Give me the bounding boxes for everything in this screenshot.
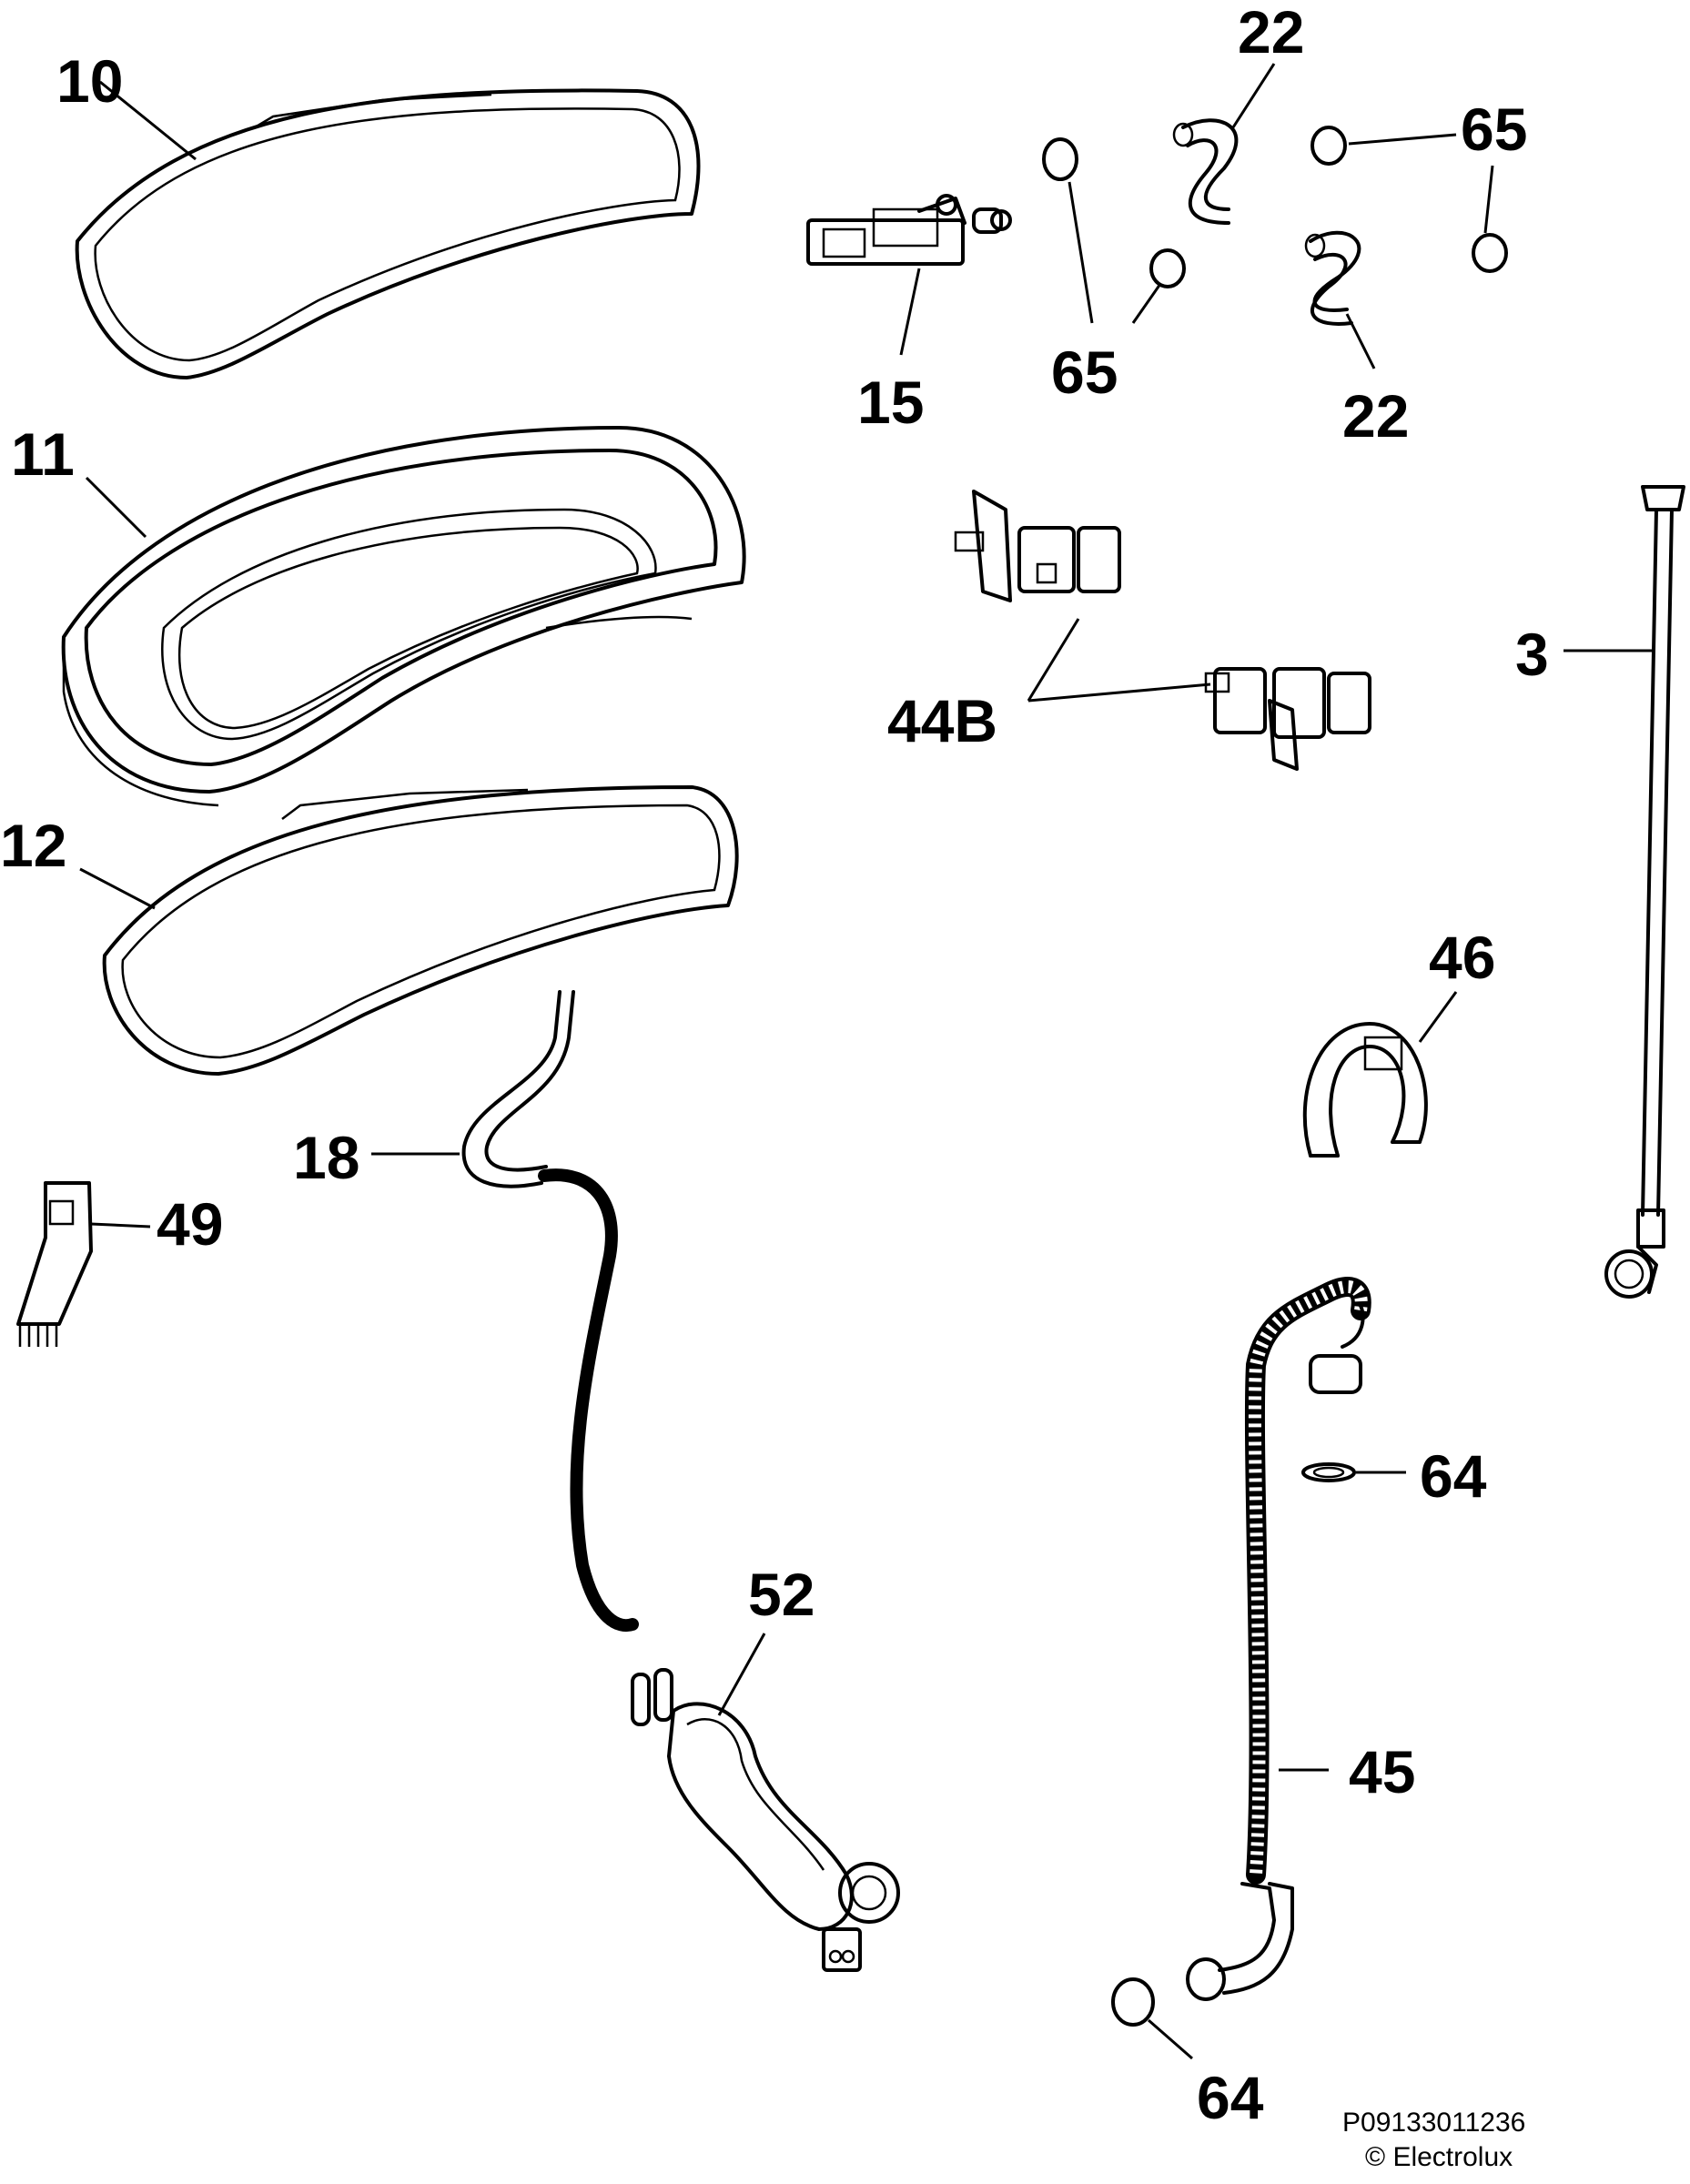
callout-64-upper: 64 <box>1420 1442 1487 1510</box>
callout-10: 10 <box>56 47 123 115</box>
part-65-clamps-right <box>1311 126 1508 273</box>
leader-22-upper <box>1231 63 1276 128</box>
leader-49 <box>90 1222 151 1228</box>
part-49-brush <box>16 1181 93 1347</box>
part-10-seal <box>75 88 701 379</box>
part-64-clamp-lower <box>1111 1977 1155 2027</box>
callout-65-lower: 65 <box>1051 339 1118 406</box>
callout-52: 52 <box>748 1561 815 1628</box>
part-11-gasket <box>61 426 746 807</box>
part-64-clamp-upper <box>1301 1462 1356 1482</box>
part-22-hose-upper <box>1172 118 1239 225</box>
callout-11: 11 <box>11 420 75 488</box>
callout-18: 18 <box>293 1124 359 1191</box>
leader-10 <box>99 80 197 161</box>
part-22-hose-lower <box>1304 230 1361 326</box>
callout-22-lower: 22 <box>1342 382 1409 450</box>
leader-65-left-b <box>1131 283 1162 324</box>
callout-3: 3 <box>1515 621 1549 688</box>
leader-15 <box>899 268 921 356</box>
callout-49: 49 <box>157 1190 223 1258</box>
leader-52 <box>717 1633 766 1716</box>
part-3-rod <box>1604 485 1685 1299</box>
part-46-clip <box>1302 1022 1428 1158</box>
leader-64-lower <box>1148 2018 1193 2060</box>
part-15-valve <box>806 194 1012 266</box>
callout-44b: 44B <box>887 687 997 754</box>
callout-12: 12 <box>0 812 66 879</box>
leader-65-right-a <box>1348 133 1457 146</box>
leader-22-lower <box>1345 313 1376 369</box>
callout-22-upper: 22 <box>1238 0 1304 66</box>
leader-46 <box>1418 991 1458 1043</box>
leader-12 <box>79 867 156 910</box>
callout-64-lower: 64 <box>1197 2064 1264 2131</box>
leader-11 <box>85 476 147 539</box>
leader-65-right-b <box>1483 165 1494 234</box>
callout-65-upper: 65 <box>1461 96 1527 163</box>
callout-45: 45 <box>1349 1738 1415 1805</box>
leader-44b-a <box>1027 618 1080 702</box>
part-52-pump <box>631 1668 900 1972</box>
part-65-clamps-left <box>1042 137 1186 288</box>
part-18-hose <box>461 990 639 1633</box>
part-44b-bracket-lower <box>1204 667 1371 771</box>
diagram-code: P09133011236 <box>1342 2108 1525 2138</box>
part-44b-bracket-upper <box>954 490 1121 602</box>
leader-65-left-a <box>1068 181 1094 324</box>
leader-44b-b <box>1027 682 1211 703</box>
callout-15: 15 <box>857 369 924 436</box>
part-45-drain-hose <box>1186 1277 1371 2001</box>
copyright: © Electrolux <box>1365 2142 1513 2172</box>
part-12-seal <box>102 785 739 1076</box>
callout-46: 46 <box>1429 924 1495 991</box>
